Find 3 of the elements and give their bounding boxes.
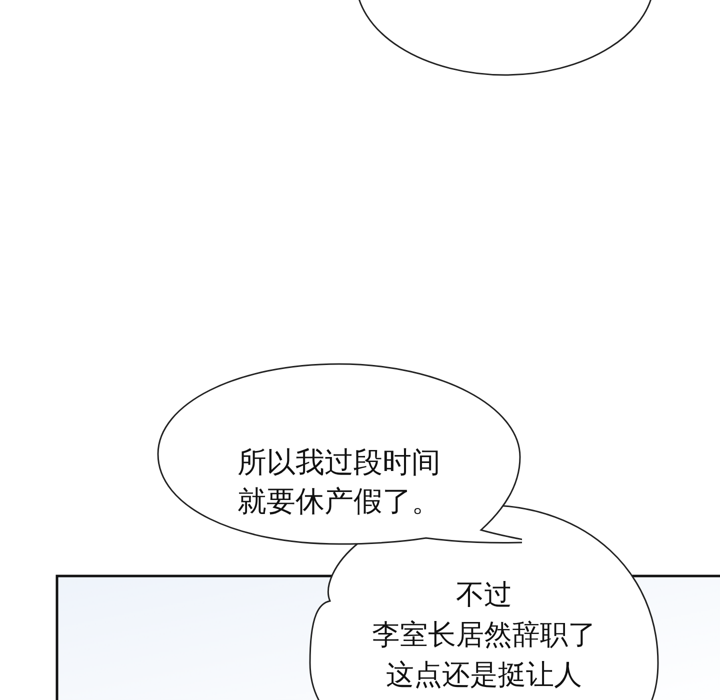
dialogue-text: 不过李室长居然辞职了这点还是挺让人 xyxy=(371,577,597,693)
dialogue-text: 所以我过段时间就要休产假了。 xyxy=(236,444,442,520)
speech-bubble xyxy=(156,362,522,546)
